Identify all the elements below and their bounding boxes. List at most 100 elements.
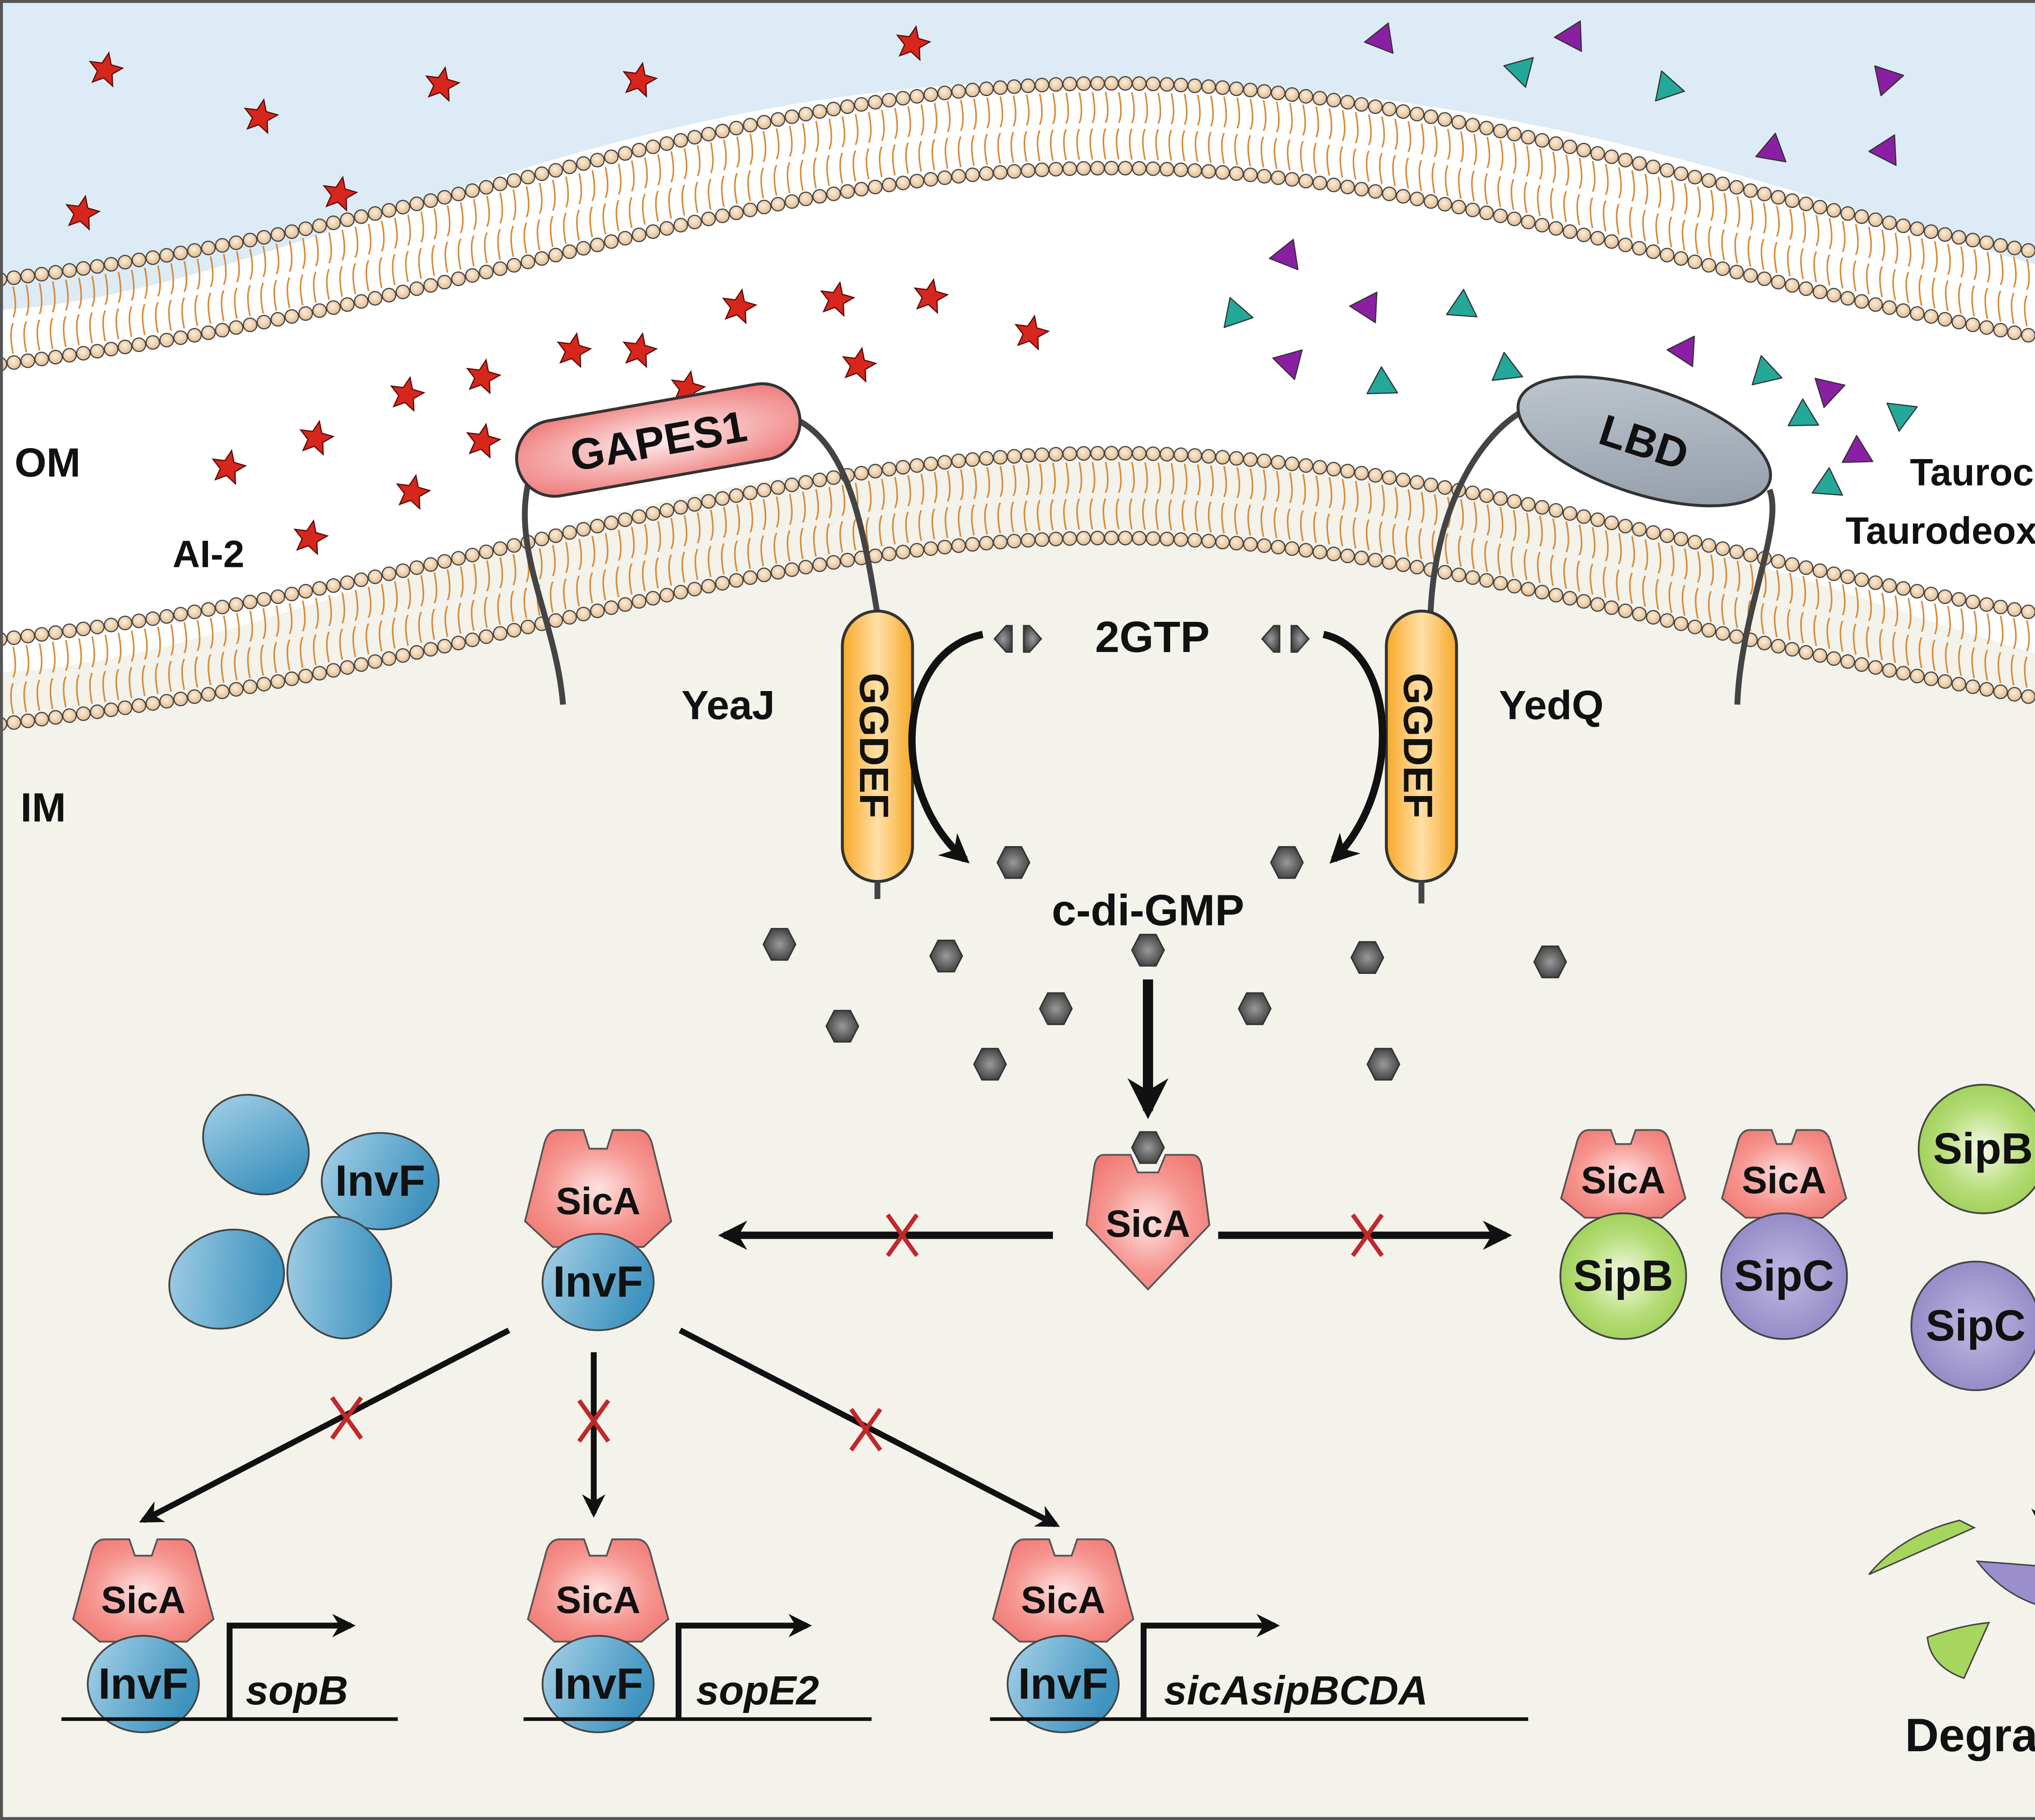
lipid-head [1590, 231, 1605, 246]
lipid-head [1882, 578, 1897, 593]
lipid-head [1076, 531, 1091, 546]
lipid-head [1118, 446, 1133, 461]
lipid-head [798, 107, 813, 122]
lipid-head [1465, 570, 1480, 585]
lipid-head [979, 81, 994, 96]
inner-membrane [0, 446, 2035, 732]
lipid-head [479, 180, 494, 195]
lipid-head [784, 562, 799, 577]
taurocholate-icon [1272, 349, 1303, 380]
lipid-head [118, 615, 133, 630]
lipid-head [298, 669, 313, 684]
yeaj-ggdef-label: GGDEF [851, 673, 897, 818]
lipid-head [173, 330, 188, 345]
ai2-star-icon [842, 346, 877, 383]
sica-shape [1560, 1129, 1687, 1219]
lipid-head [632, 594, 647, 609]
lipid-head [1340, 464, 1355, 479]
lipid-head [840, 184, 855, 199]
lipid-head [562, 244, 577, 259]
lipid-head [159, 332, 174, 348]
lipid-head [2007, 325, 2022, 340]
lipid-head [1020, 448, 1035, 463]
inhibition-marks [330, 1213, 1384, 1452]
lipid-head [1604, 515, 1619, 530]
gene-label: sopE2 [696, 1668, 819, 1713]
lipid-head [1743, 547, 1758, 562]
lipid-head [1451, 567, 1466, 582]
lipid-head [868, 464, 883, 479]
cdigmp-hexagon-icon [996, 846, 1031, 879]
invf-free [202, 1094, 310, 1196]
lipid-head [618, 597, 633, 612]
lipid-head [882, 93, 897, 108]
lipid-head [284, 671, 299, 686]
lipid-head [770, 112, 786, 127]
yeaj-sensor: GAPES1 GGDEF YeaJ [515, 382, 914, 899]
lipid-head [298, 306, 313, 321]
sipb-free-shape [1918, 1084, 2035, 1214]
lipid-head [1493, 208, 1508, 223]
lipid-head [1715, 626, 1730, 641]
sipc-free: SipC [1910, 1260, 2035, 1391]
lipid-head [701, 579, 716, 594]
lipid-head [131, 698, 147, 713]
lipid-head [1646, 610, 1661, 625]
lipid-head [104, 702, 119, 718]
lipid-head [812, 189, 827, 204]
lipid-head [1965, 317, 1980, 332]
lipid-head [743, 486, 758, 500]
lipid-head [1993, 238, 2008, 253]
invf: InvF [87, 1635, 200, 1733]
outer-membrane-label: OM [15, 440, 81, 486]
lipid-head [1646, 525, 1661, 540]
lipid-head [632, 509, 647, 524]
lipid-head [1923, 586, 1939, 602]
lipid-head [1521, 130, 1536, 145]
lipid-head [201, 241, 216, 256]
lipid-head [479, 265, 494, 280]
cdigmp-hexagon-icon [929, 939, 963, 973]
lipid-head [1396, 557, 1411, 572]
protein-fragment-icon [1926, 1621, 1990, 1679]
lipid-head [1257, 169, 1272, 184]
lipid-head [256, 230, 271, 245]
lipid-head [1187, 78, 1202, 93]
taurocholate-icon [1868, 134, 1897, 166]
invf-free-label: InvF [335, 1156, 425, 1205]
lipid-head [1590, 512, 1605, 527]
lipid-head [465, 547, 480, 562]
lipid-head [2021, 328, 2035, 343]
lipid-head [1007, 164, 1022, 179]
lipid-head [2007, 602, 2022, 617]
lipid-head [1312, 91, 1327, 106]
taurocholate-icon [1554, 20, 1582, 52]
lipid-head [1298, 89, 1313, 104]
lipid-head [993, 534, 1008, 549]
lipid-head [1396, 472, 1411, 488]
lipid-head [229, 682, 244, 697]
lipid-head [312, 303, 327, 318]
lipid-head [979, 536, 994, 551]
lipid-head [20, 628, 35, 643]
lipid-head [590, 237, 605, 252]
lipid-head [1715, 541, 1730, 556]
lipid-head [1132, 446, 1147, 461]
lipid-head [1674, 532, 1689, 547]
lipid-head [798, 475, 813, 490]
lipid-head [1771, 190, 1786, 205]
lipid-head [451, 271, 466, 286]
lipid-head [1812, 648, 1827, 663]
lipid-head [284, 309, 299, 324]
gene-sopb: sopB [61, 1614, 398, 1721]
sica-label: SicA [556, 1578, 641, 1621]
yedq-label: YedQ [1499, 682, 1604, 728]
lipid-head [1632, 241, 1647, 256]
cdigmp-hexagon-icon [825, 1010, 860, 1043]
lipid-head [770, 480, 786, 495]
lipid-head [1646, 160, 1661, 175]
ai2-star-icon [396, 474, 431, 510]
lipid-head [423, 278, 438, 293]
ai2-star-icon [425, 66, 461, 102]
